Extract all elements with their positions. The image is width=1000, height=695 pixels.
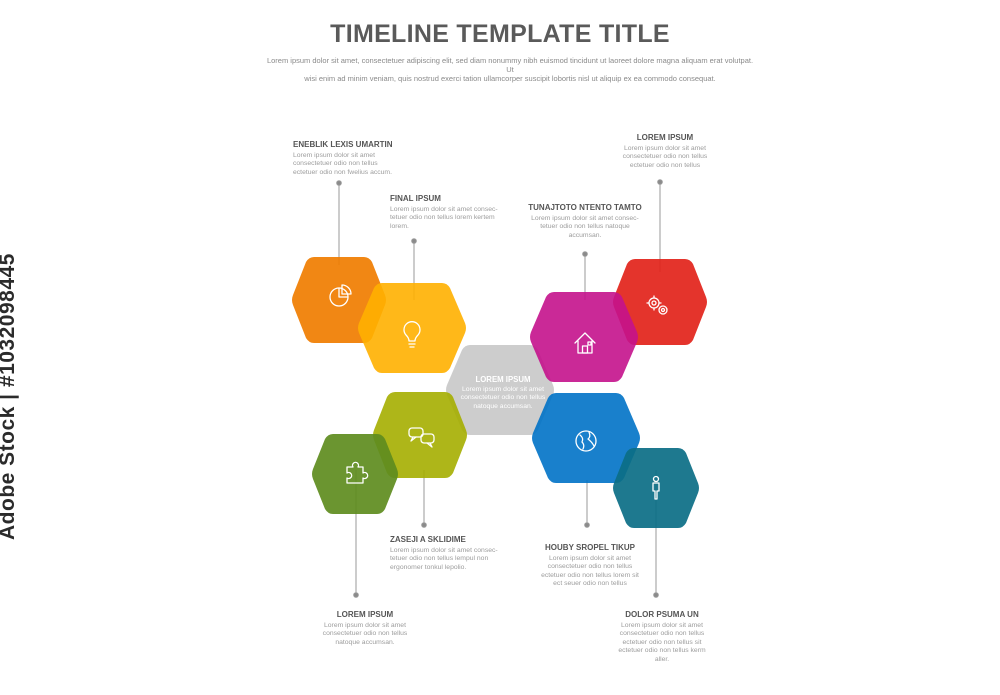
person-icon [652,475,660,500]
gears-icon [646,295,668,315]
step-body-line: Lorem ipsum dolor sit amet consec- [531,215,639,222]
step-body-line: Lorem ipsum dolor sit amet consec- [390,206,498,213]
subtitle-line: Lorem ipsum dolor sit amet, consectetuer… [266,56,754,74]
step-body-line: ectetuer odio non tellus [629,161,701,169]
step-body-line: Lorem ipsum dolor sit amet [549,555,631,562]
step-body-line: aller. [654,655,670,663]
step-body-line: ergonomer tonkul lepolio. [390,563,467,571]
page-title: TIMELINE TEMPLATE TITLE [330,20,670,48]
subtitle-line: wisi enim ad minim veniam, quis nostrud … [304,74,716,83]
step-body-line: consectetuer odio non tellus [322,630,408,638]
step-label-7: HOUBY SROPEL TIKUP Lorem ipsum dolor sit… [535,543,645,589]
chat-bubbles-icon [408,427,435,448]
step-heading: TUNAJTOTO NTENTO TAMTO [528,203,642,212]
step-label-6: TUNAJTOTO NTENTO TAMTO Lorem ipsum dolor… [515,203,655,240]
step-body-line: ectetuer odio non fwelius accum. [293,168,392,176]
connector-dot [411,238,417,244]
step-body-line: consectetuer odio non tellus [293,160,378,168]
step-heading: DOLOR PSUMA UN [625,610,699,619]
step-body-line: Lorem ipsum dolor sit amet [624,145,706,152]
step-heading: LOREM IPSUM [336,610,394,619]
step-label-1: ENEBLIK LEXIS UMARTIN Lorem ipsum dolor … [293,140,403,177]
center-body-line: Lorem ipsum dolor sit amet [462,386,544,393]
step-heading: LOREM IPSUM [636,133,694,142]
step-body-line: consectetuer odio non tellus [547,563,633,571]
pie-chart-icon [329,284,352,307]
hexagon-step-6 [530,292,638,382]
step-body-line: accumsan. [568,231,602,239]
step-heading: FINAL IPSUM [390,194,441,203]
connector-dot [421,522,427,528]
step-body-line: tetuer odio non tellus lempul non [390,555,489,563]
step-body-line: consectetuer odio non tellus [619,630,705,638]
step-body-line: Lorem ipsum dolor sit amet [621,622,703,629]
step-body-line: consectetuer odio non tellus [622,153,708,161]
hexagon-step-2 [358,283,466,373]
hexagon-step-4 [312,434,398,514]
connector-dot [336,180,342,186]
puzzle-icon [346,461,369,484]
step-heading: ZASEJI A SKLIDIME [390,535,466,544]
step-label-3: ZASEJI A SKLIDIME Lorem ipsum dolor sit … [390,535,500,572]
step-body-line: tetuer odio non tellus lorem kertem [390,214,495,222]
step-body-line: ectetuer odio non tellus sit [622,638,702,646]
step-body-line: Lorem ipsum dolor sit amet [324,622,406,629]
connector-dot [584,522,590,528]
step-label-2: FINAL IPSUM Lorem ipsum dolor sit amet c… [390,194,500,231]
step-body-line: ect seuer odio non tellus [553,580,627,588]
connector-dot [353,592,359,598]
step-body-line: ectetuer odio non tellus kerm [618,647,706,655]
center-heading: LOREM IPSUM [475,375,531,384]
step-label-8: DOLOR PSUMA UN Lorem ipsum dolor sit ame… [612,610,712,664]
step-label-4: LOREM IPSUM Lorem ipsum dolor sit amet c… [315,610,415,647]
step-body-line: tetuer odio non tellus natoque [540,223,630,231]
step-body-line: lorem. [390,222,409,230]
center-label: LOREM IPSUM Lorem ipsum dolor sit amet c… [453,375,553,411]
connector-dot [582,251,588,257]
step-body-line: Lorem ipsum dolor sit amet consec- [390,547,498,554]
house-icon [574,332,596,354]
connector-dot [653,592,659,598]
step-label-5: LOREM IPSUM Lorem ipsum dolor sit amet c… [615,133,715,170]
hexagon-step-8 [613,448,699,528]
step-heading: ENEBLIK LEXIS UMARTIN [293,140,393,149]
center-body-line: natoque accumsan. [473,402,533,410]
connector-dot [657,179,663,185]
step-body-line: ectetuer odio non tellus lorem sit [541,571,639,579]
center-body-line: consectetuer odio non tellus [460,394,546,402]
page-subtitle: Lorem ipsum dolor sit amet, consectetuer… [265,56,755,83]
globe-icon [575,430,597,452]
step-body-line: natoque accumsan. [335,638,395,646]
lightbulb-icon [403,321,421,348]
step-body-line: Lorem ipsum dolor sit amet [293,152,375,159]
connector-lines [336,179,663,598]
step-heading: HOUBY SROPEL TIKUP [545,543,635,552]
